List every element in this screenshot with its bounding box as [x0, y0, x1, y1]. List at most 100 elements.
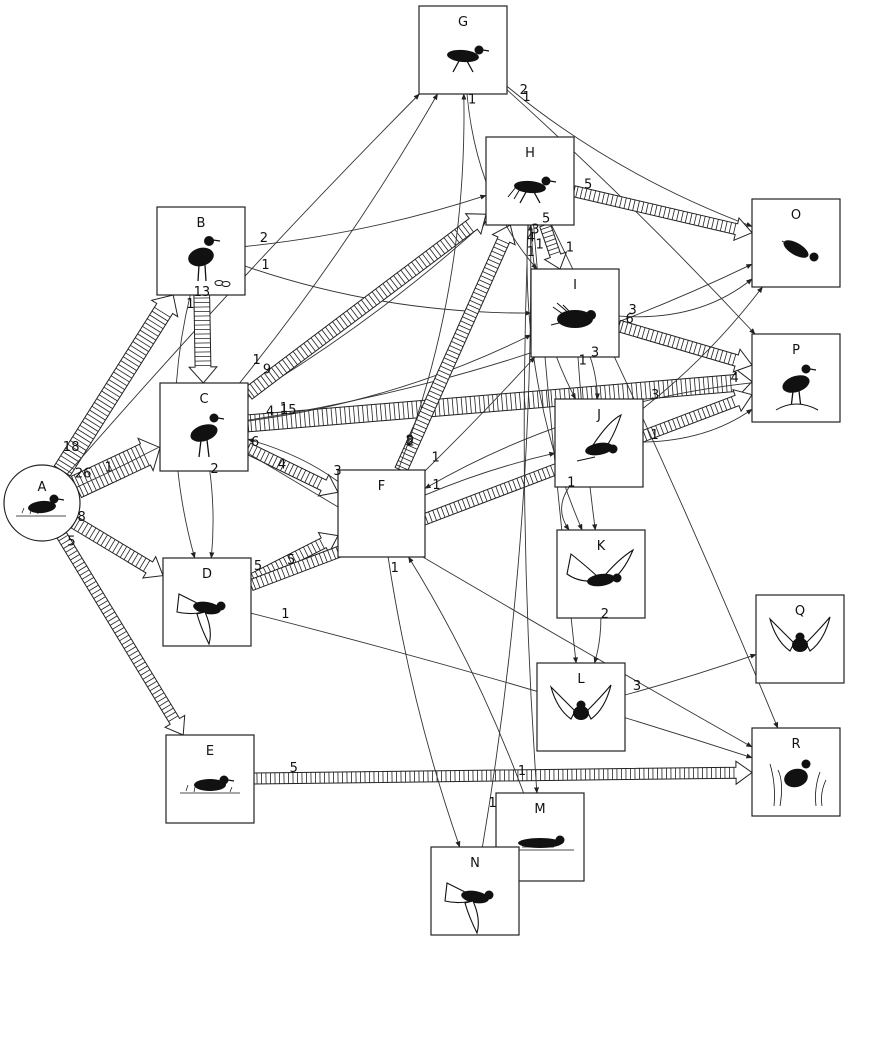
transition-line [408, 556, 525, 794]
plover-wings-up-icon [549, 684, 612, 720]
node-N: N [430, 846, 520, 936]
node-C-label: C [199, 392, 208, 407]
plover-wing-raised-icon [576, 413, 622, 462]
transition-line [397, 93, 467, 471]
band-outline [616, 319, 753, 373]
transition-J-K [561, 486, 570, 531]
transition-line [642, 286, 763, 409]
transition-line [387, 556, 461, 848]
band-outline [539, 222, 568, 270]
transition-B-C [187, 294, 218, 384]
plover-bowing-icon [781, 240, 819, 262]
transition-count-K-L: 2 [601, 607, 609, 622]
transition-F-G [397, 93, 467, 471]
transition-line [561, 486, 570, 531]
transition-count-C-G: 1 [253, 353, 261, 368]
transition-count-H-O: 5 [584, 178, 592, 193]
band-outline [394, 224, 516, 474]
transition-count-D-F: 5 [254, 559, 262, 574]
transition-count-P-F: 4 [731, 371, 739, 386]
transition-count-C-H: 9 [263, 362, 271, 377]
transition-count-C-P: 15 [280, 403, 297, 418]
node-G-label: G [458, 15, 468, 30]
node-P: P [751, 333, 841, 423]
transition-count-C-O: 1 [280, 401, 288, 416]
node-K-label: K [597, 539, 606, 554]
transition-count-J-P: 1 [651, 428, 659, 443]
node-M-label: M [534, 802, 545, 817]
transition-A-H [76, 220, 487, 488]
node-L-label: L [577, 672, 585, 687]
transition-count-B-H: 2 [260, 231, 268, 246]
band-hatching [73, 518, 151, 572]
node-B-label: B [197, 216, 206, 231]
transition-line [424, 451, 556, 496]
transition-G-O [506, 85, 753, 227]
node-A: A [3, 464, 81, 542]
transition-K-L [593, 617, 602, 664]
node-I-label: I [573, 278, 577, 293]
transition-M-F [408, 556, 525, 794]
plover-wings-raised-display-icon [768, 616, 831, 652]
transition-count-A-E: 5 [67, 534, 75, 549]
transition-line [642, 408, 753, 443]
transition-line [424, 356, 536, 472]
transition-count-H-K: 4 [527, 230, 535, 245]
band-outline [244, 442, 339, 497]
transition-count-F-N: 1 [391, 561, 399, 576]
transition-H-O [572, 185, 753, 242]
transition-L-Q [624, 653, 757, 696]
transition-line [209, 470, 215, 559]
node-I: I [530, 268, 620, 358]
transition-line [247, 438, 339, 482]
node-O: O [751, 198, 841, 288]
transition-C-R [247, 452, 753, 748]
node-F-label: F [378, 479, 385, 494]
band-hatching [246, 221, 474, 398]
band-hatching [575, 186, 737, 235]
plover-standing-with-eggs-icon [188, 236, 231, 287]
node-L: L [536, 662, 626, 752]
transition-line [589, 356, 600, 400]
plover-in-vegetation-icon [769, 759, 827, 807]
transition-line [523, 224, 540, 794]
transition-line [247, 334, 532, 422]
node-A-label: A [38, 480, 47, 495]
transition-line [244, 265, 532, 316]
transition-count-C-R: 4 [278, 457, 286, 472]
transition-F-N [387, 556, 461, 848]
transition-line [247, 452, 753, 748]
transition-count-A-H: 1 [105, 460, 113, 475]
plover-on-mound-icon [775, 364, 819, 411]
band-outline [53, 294, 179, 477]
band-hatching [249, 374, 732, 432]
band-hatching [193, 297, 211, 366]
node-J-label: J [596, 408, 601, 423]
transition-count-J-O: 3 [651, 388, 659, 403]
transition-N-H [481, 224, 534, 848]
transition-F-H [394, 224, 516, 474]
transition-line [76, 220, 487, 488]
plover-crouching-in-grass-icon [180, 775, 240, 794]
plover-running-icon [447, 45, 490, 73]
band-hatching [619, 321, 737, 366]
transition-line [239, 93, 438, 384]
node-Q-label: Q [795, 604, 805, 619]
transition-I-P [616, 319, 753, 373]
transition-count-I-P: 6 [625, 312, 633, 327]
node-H: H [485, 136, 575, 226]
transition-J-O [642, 286, 763, 409]
transition-count-F-I: 1 [432, 450, 440, 465]
transition-count-G-P: 1 [522, 90, 530, 105]
transition-J-P [642, 408, 753, 443]
transition-line [247, 263, 753, 421]
band-hatching [55, 306, 171, 474]
plover-running-wings-drooped-icon [507, 176, 557, 204]
transition-A-B [53, 294, 179, 477]
transition-count-H-L: 1 [536, 237, 544, 252]
transition-count-I-O: 3 [628, 303, 636, 318]
transition-C-P [246, 367, 753, 433]
node-G: G [418, 5, 508, 95]
